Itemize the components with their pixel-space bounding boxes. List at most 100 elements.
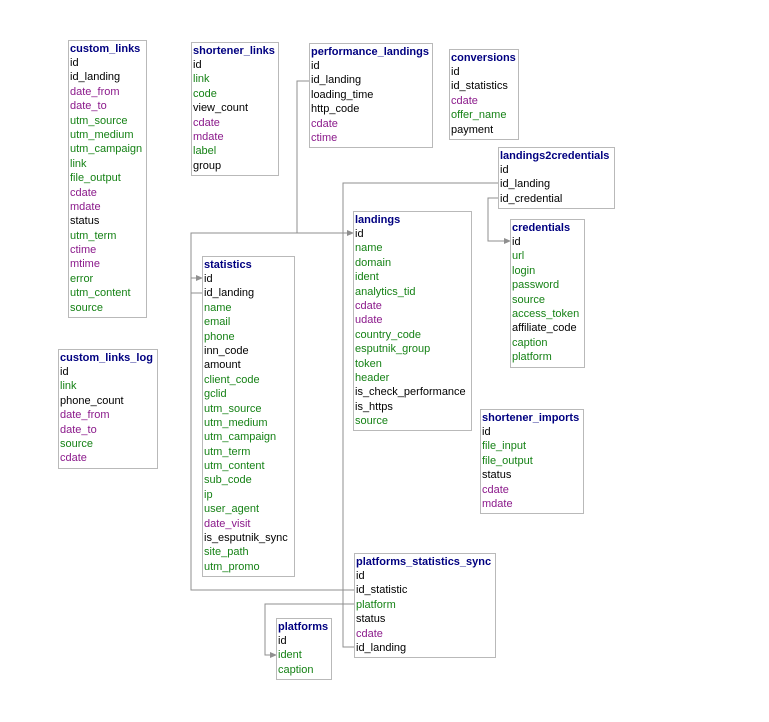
field-id-statistic: id_statistic bbox=[356, 584, 408, 597]
field-cdate: cdate bbox=[356, 627, 383, 640]
field-date-to: date_to bbox=[60, 423, 97, 436]
table-title: landings2credentials bbox=[500, 150, 610, 162]
field-client-code: client_code bbox=[204, 373, 260, 386]
field-id: id bbox=[482, 426, 491, 438]
field-status: status bbox=[70, 215, 100, 228]
field-id: id bbox=[60, 366, 69, 378]
field-file-output: file_output bbox=[482, 454, 533, 467]
field-email: email bbox=[204, 316, 231, 329]
field-mtime: mtime bbox=[70, 258, 100, 271]
field-ctime: ctime bbox=[311, 131, 338, 144]
table-title: performance_landings bbox=[311, 46, 429, 58]
field-group: group bbox=[193, 159, 222, 172]
field-header: header bbox=[355, 371, 390, 384]
field-payment: payment bbox=[451, 123, 494, 136]
field-token: token bbox=[355, 357, 382, 370]
field-site-path: site_path bbox=[204, 546, 249, 559]
field-login: login bbox=[512, 264, 536, 277]
field-ident: ident bbox=[278, 649, 302, 662]
field-error: error bbox=[70, 272, 94, 285]
field-status: status bbox=[482, 469, 512, 482]
field-cdate: cdate bbox=[193, 116, 220, 129]
field-name: name bbox=[355, 242, 383, 255]
field-offer-name: offer_name bbox=[451, 109, 507, 122]
table-title: platforms_statistics_sync bbox=[356, 556, 492, 568]
field-is-https: is_https bbox=[355, 400, 393, 413]
field-name: name bbox=[204, 301, 232, 314]
field-source: source bbox=[355, 415, 389, 428]
field-utm-campaign: utm_campaign bbox=[204, 431, 277, 444]
table-title: platforms bbox=[278, 621, 329, 633]
field-date-from: date_from bbox=[60, 409, 110, 422]
field-label: label bbox=[193, 145, 217, 158]
field-ip: ip bbox=[204, 488, 213, 501]
field-id-landing: id_landing bbox=[356, 641, 407, 654]
field-url: url bbox=[512, 250, 525, 263]
field-id-landing: id_landing bbox=[311, 74, 362, 87]
field-gclid: gclid bbox=[204, 388, 227, 401]
field-id: id bbox=[356, 570, 365, 582]
field-mdate: mdate bbox=[193, 130, 224, 143]
field-cdate: cdate bbox=[311, 117, 338, 130]
field-password: password bbox=[512, 279, 560, 292]
field-domain: domain bbox=[355, 256, 392, 269]
field-mdate: mdate bbox=[70, 200, 101, 213]
link-sync-to-statistics bbox=[190, 275, 355, 591]
field-id-credential: id_credential bbox=[500, 192, 563, 205]
field-utm-term: utm_term bbox=[70, 229, 117, 242]
field-is-esputnik-sync: is_esputnik_sync bbox=[204, 532, 288, 545]
field-is-check-performance: is_check_performance bbox=[355, 386, 466, 399]
field-inn-code: inn_code bbox=[204, 344, 249, 357]
field-id: id bbox=[311, 60, 320, 72]
table-title: custom_links bbox=[70, 43, 141, 55]
field-id-statistics: id_statistics bbox=[451, 80, 508, 93]
field-utm-source: utm_source bbox=[70, 114, 128, 127]
field-file-input: file_input bbox=[482, 440, 527, 453]
field-id: id bbox=[204, 273, 213, 285]
field-id: id bbox=[500, 164, 509, 176]
field-id: id bbox=[355, 228, 364, 240]
field-date-from: date_from bbox=[70, 85, 120, 98]
link-performance-landings-to-landings bbox=[296, 80, 354, 236]
table-title: landings bbox=[355, 214, 401, 226]
table-title: credentials bbox=[512, 222, 571, 234]
field-source: source bbox=[60, 437, 94, 450]
field-id-landing: id_landing bbox=[70, 71, 121, 84]
field-date-to: date_to bbox=[70, 100, 107, 113]
field-link: link bbox=[193, 73, 210, 86]
field-id-landing: id_landing bbox=[500, 178, 551, 191]
field-platform: platform bbox=[356, 598, 396, 611]
link-statistics-to-landings bbox=[190, 232, 297, 294]
field-utm-promo: utm_promo bbox=[204, 560, 260, 573]
field-utm-campaign: utm_campaign bbox=[70, 143, 143, 156]
field-utm-source: utm_source bbox=[204, 402, 262, 415]
table-title: shortener_imports bbox=[482, 412, 580, 424]
field-id: id bbox=[193, 59, 202, 71]
field-country-code: country_code bbox=[355, 328, 422, 341]
field-file-output: file_output bbox=[70, 172, 121, 185]
field-id: id bbox=[451, 66, 460, 78]
field-link: link bbox=[70, 157, 87, 170]
link-landings2credentials-to-landings bbox=[342, 182, 500, 233]
field-mdate: mdate bbox=[482, 497, 513, 510]
field-user-agent: user_agent bbox=[204, 503, 260, 516]
field-utm-content: utm_content bbox=[204, 460, 265, 473]
field-source: source bbox=[70, 301, 104, 314]
field-utm-medium: utm_medium bbox=[70, 128, 134, 141]
field-cdate: cdate bbox=[60, 452, 87, 465]
field-loading-time: loading_time bbox=[311, 88, 374, 101]
field-cdate: cdate bbox=[355, 299, 382, 312]
